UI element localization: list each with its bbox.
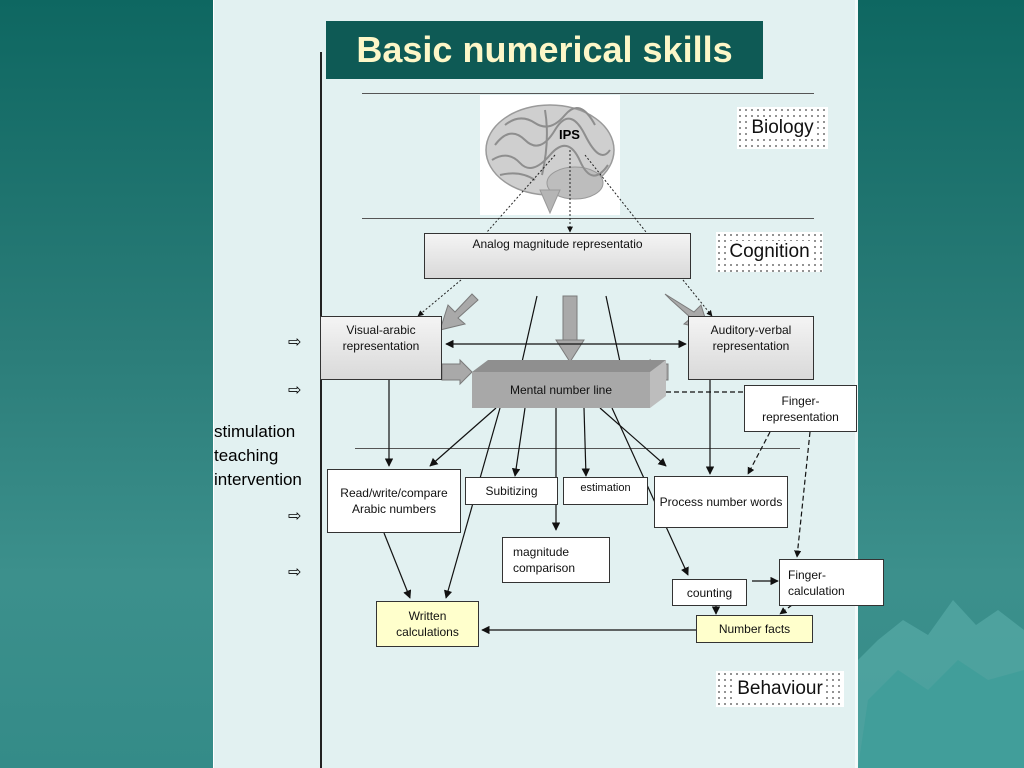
- slide-title: Basic numerical skills: [326, 21, 763, 79]
- side-arrow-icon: ⇨: [288, 564, 302, 581]
- side-arrow-icon: ⇨: [288, 334, 302, 351]
- magnitude-comparison-node: magnitude comparison: [502, 537, 610, 583]
- finger-calculation-node: Finger-calculation: [779, 559, 884, 606]
- finger-representation-node: Finger-representation: [744, 385, 857, 432]
- brain-icon: [480, 95, 620, 215]
- side-arrow-icon: ⇨: [288, 382, 302, 399]
- analog-magnitude-node: Analog magnitude representatio: [424, 233, 691, 279]
- intervention-word: intervention: [214, 470, 302, 489]
- estimation-node: estimation: [563, 477, 648, 505]
- cognition-top-rule: [362, 218, 814, 219]
- cognition-label: Cognition: [716, 232, 823, 272]
- iceberg-decoration: [858, 600, 1024, 768]
- subitizing-node: Subitizing: [465, 477, 558, 505]
- biology-label: Biology: [737, 107, 828, 149]
- written-calculations-node: Written calculations: [376, 601, 479, 647]
- process-number-words-node: Process number words: [654, 476, 788, 528]
- mental-number-line-node: Mental number line: [509, 383, 613, 397]
- number-facts-node: Number facts: [696, 615, 813, 643]
- auditory-verbal-node: Auditory-verbal representation: [688, 316, 814, 380]
- visual-arabic-node: Visual-arabic representation: [320, 316, 442, 380]
- behaviour-label: Behaviour: [716, 671, 844, 707]
- intervention-text: stimulation teaching intervention: [214, 420, 302, 492]
- vertical-divider: [320, 52, 322, 768]
- behaviour-top-rule: [355, 448, 800, 449]
- stimulation-text: stimulation: [214, 422, 296, 441]
- teaching-text: teaching: [214, 446, 279, 465]
- ips-label: IPS: [559, 127, 580, 142]
- read-write-compare-node: Read/write/compare Arabic numbers: [327, 469, 461, 533]
- background-left: [0, 0, 213, 768]
- counting-node: counting: [672, 579, 747, 606]
- biology-top-rule: [362, 93, 814, 94]
- side-arrow-icon: ⇨: [288, 508, 302, 525]
